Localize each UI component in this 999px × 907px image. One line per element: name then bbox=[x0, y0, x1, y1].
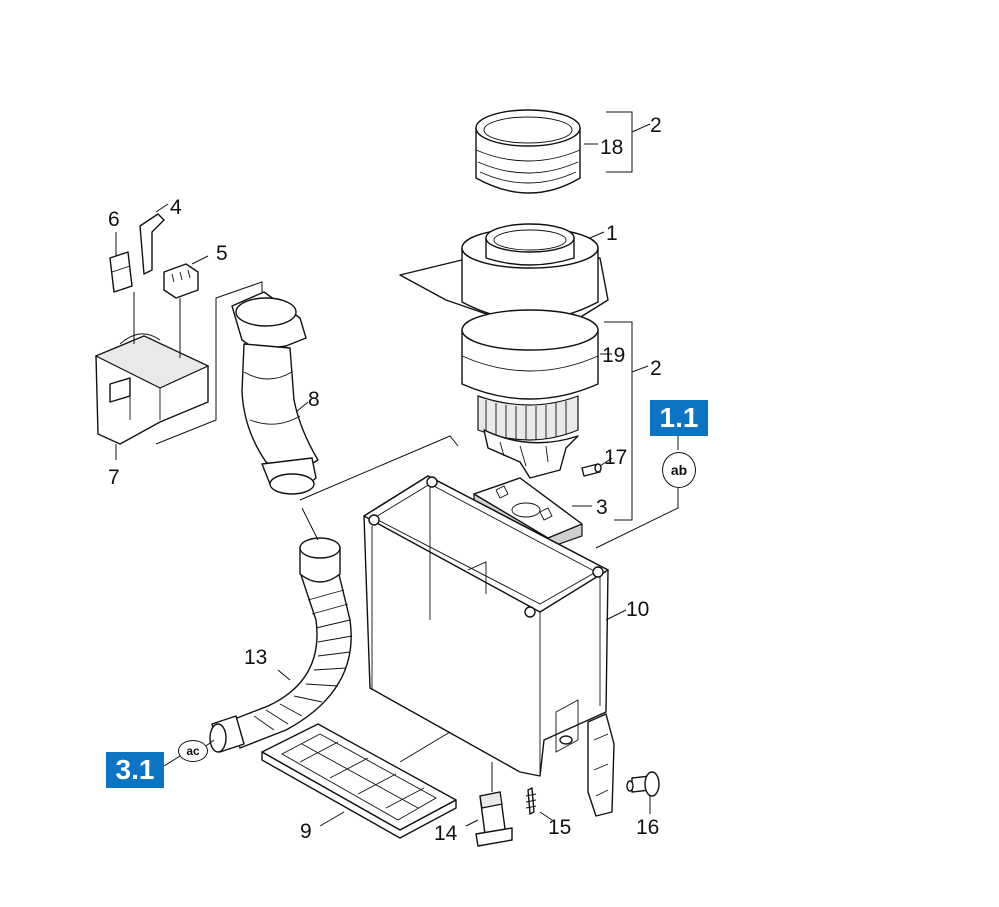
callout-4: 4 bbox=[170, 196, 182, 219]
callout-13: 13 bbox=[244, 646, 267, 669]
part-19-motor bbox=[461, 309, 599, 479]
callout-labels: 2 18 1 19 2 17 3 10 4 6 5 8 7 13 9 14 15… bbox=[108, 114, 662, 845]
callout-6: 6 bbox=[108, 208, 120, 231]
section-ref-3-1[interactable]: 3.1 bbox=[106, 752, 164, 788]
part-3-mount-plate bbox=[473, 477, 583, 549]
part-10-housing-box bbox=[363, 475, 609, 777]
symbol-ac: ac bbox=[178, 740, 208, 762]
callout-8: 8 bbox=[308, 388, 320, 411]
callout-16: 16 bbox=[636, 816, 659, 839]
callout-19: 19 bbox=[602, 344, 625, 367]
callout-14: 14 bbox=[434, 822, 458, 845]
part-8-elbow-pipe bbox=[231, 291, 319, 495]
part-7-cover bbox=[94, 333, 210, 445]
section-ref-1-1[interactable]: 1.1 bbox=[650, 400, 708, 436]
part-16-knob-latch bbox=[587, 713, 660, 817]
part-6-switch bbox=[109, 251, 133, 293]
part-13-hose bbox=[209, 537, 353, 753]
symbol-ab: ab bbox=[662, 452, 696, 488]
leader-lines bbox=[115, 111, 679, 827]
part-9-filter bbox=[261, 723, 457, 839]
part-14-foot bbox=[475, 791, 513, 847]
callout-9: 9 bbox=[300, 820, 312, 843]
part-18-adapter-ring bbox=[475, 109, 581, 194]
callout-7: 7 bbox=[108, 466, 120, 489]
callout-1: 1 bbox=[606, 222, 618, 245]
callout-2-middle: 2 bbox=[650, 357, 662, 380]
callout-3: 3 bbox=[596, 496, 608, 519]
callout-17: 17 bbox=[604, 446, 627, 469]
callout-2-top: 2 bbox=[650, 114, 662, 137]
callout-15: 15 bbox=[548, 816, 571, 839]
part-4-lever bbox=[139, 213, 165, 275]
callout-18: 18 bbox=[600, 136, 623, 159]
part-5-connector bbox=[163, 263, 199, 299]
callout-10: 10 bbox=[626, 598, 649, 621]
callout-5: 5 bbox=[216, 242, 228, 265]
part-17-pin bbox=[581, 463, 602, 477]
part-15-screw bbox=[525, 787, 537, 815]
